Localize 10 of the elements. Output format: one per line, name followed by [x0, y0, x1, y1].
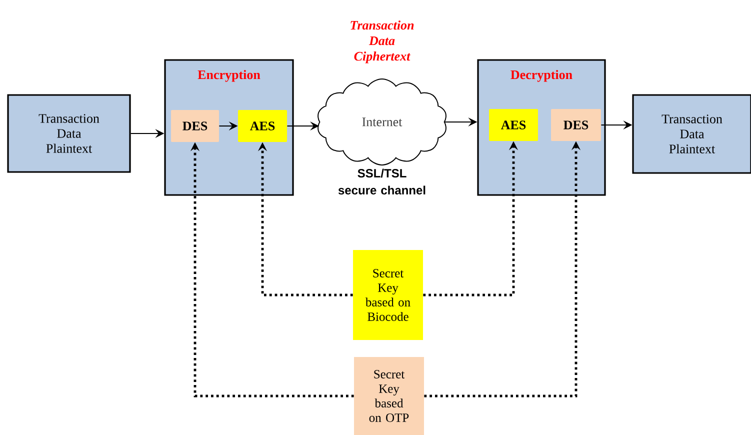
- cipher-box: AES: [238, 110, 287, 142]
- cipher-box: AES: [489, 109, 538, 141]
- data-box: Transaction Data Plaintext: [7, 94, 131, 173]
- cipher-box: DES: [171, 110, 219, 142]
- channel-label: SSL/TSL secure channel: [338, 168, 426, 194]
- key-box: Secret Key based on OTP: [354, 357, 424, 435]
- cipher-box: DES: [551, 109, 601, 141]
- data-box: Transaction Data Plaintext: [632, 94, 751, 174]
- cipher-label: Transaction Data Ciphertext: [350, 20, 414, 64]
- key-box: Secret Key based on Biocode: [353, 250, 423, 340]
